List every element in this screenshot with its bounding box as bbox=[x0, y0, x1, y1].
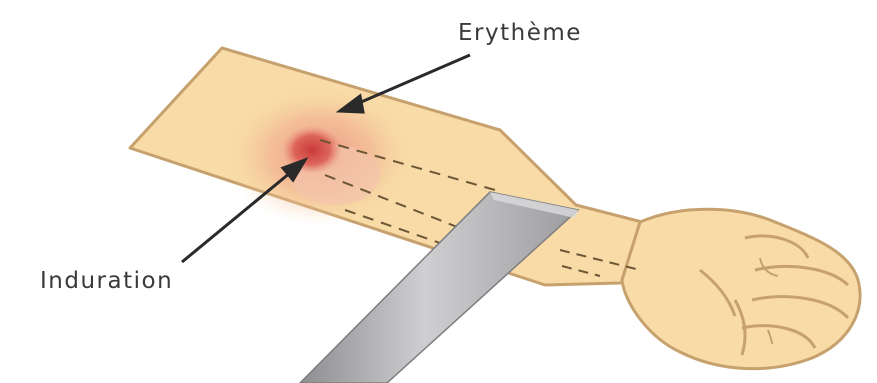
fist bbox=[622, 209, 860, 368]
induration-label: Induration bbox=[40, 268, 173, 294]
erythema-label: Erythème bbox=[458, 20, 582, 46]
